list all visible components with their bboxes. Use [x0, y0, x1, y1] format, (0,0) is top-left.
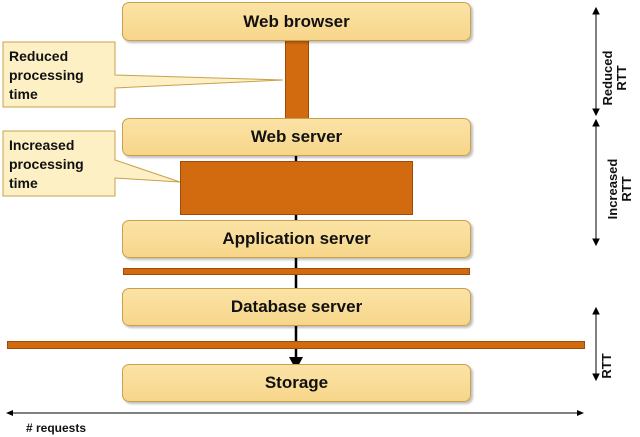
storage-box: Storage	[122, 364, 471, 402]
web-server-label: Web server	[250, 127, 343, 146]
requests-axis-label: # requests	[26, 421, 87, 435]
increased-processing-callout: Increased processing time	[9, 137, 84, 191]
storage-label: Storage	[264, 373, 329, 392]
request-arrow-head	[289, 357, 303, 370]
rtt-label: RTT	[599, 353, 614, 379]
database-server-label: Database server	[230, 297, 363, 316]
reduced-processing-callout: Reduced processing time	[9, 48, 84, 102]
requests-axis-right-head	[577, 410, 584, 416]
database-server-box: Database server	[122, 288, 471, 326]
web-browser-box: Web browser	[122, 2, 471, 41]
reduced-rtt-label: Reduced RTT	[600, 50, 629, 106]
increased-callout-shape	[2, 130, 181, 197]
application-server-label: Application server	[222, 229, 371, 248]
application-server-box: Application server	[122, 220, 471, 258]
app-db-bar	[123, 268, 470, 275]
db-storage-bar	[7, 341, 585, 349]
increased-rtt-label: Increased RTT	[605, 158, 634, 220]
reduced-callout-shape	[2, 41, 284, 108]
increased-processing-bar	[180, 161, 413, 215]
web-browser-label: Web browser	[243, 11, 350, 31]
rtt-brackets	[592, 6, 600, 382]
web-server-box: Web server	[122, 118, 471, 156]
reduced-processing-bar	[285, 38, 309, 122]
requests-axis-left-head	[6, 410, 13, 416]
